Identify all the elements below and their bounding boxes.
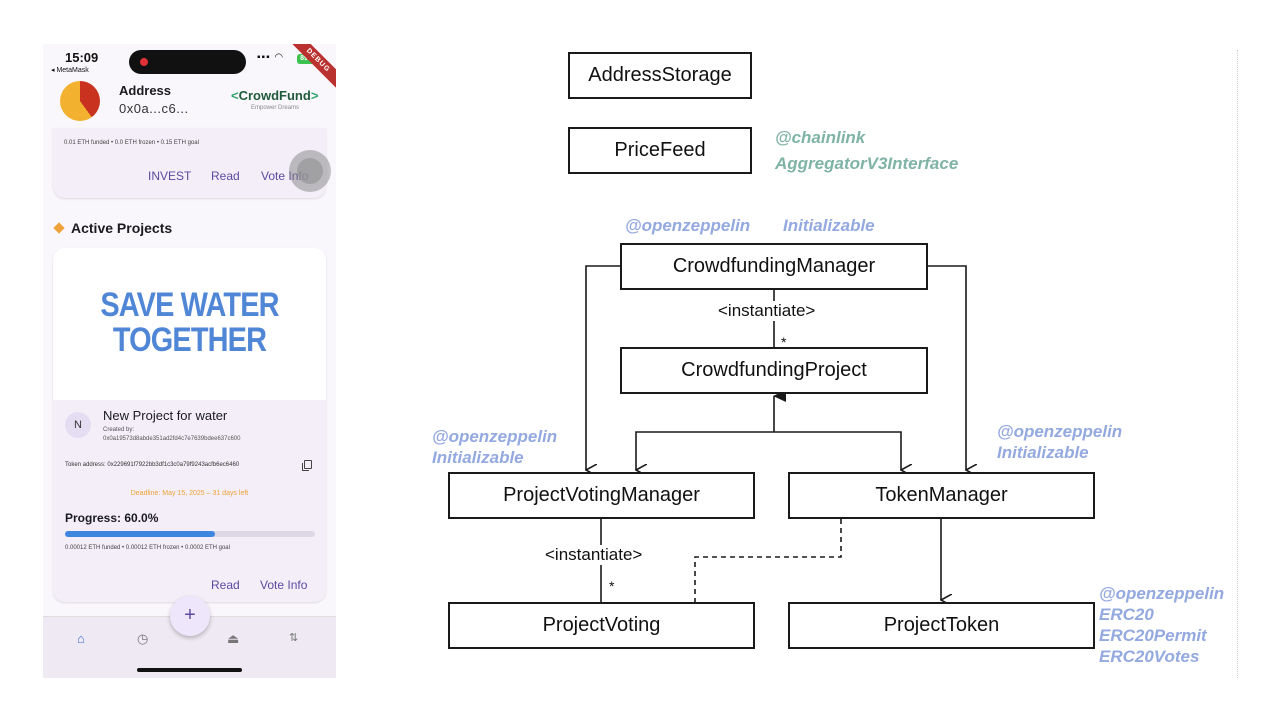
token-manager-note-line: Initializable: [997, 443, 1089, 462]
connector-token-manager-voting-dependency: [694, 519, 842, 602]
instantiate-label: <instantiate>: [716, 301, 818, 321]
voting-manager-note-line: @openzeppelin: [432, 427, 558, 446]
connector-manager-to-voting-manager: [586, 265, 622, 470]
project-name: New Project for water: [103, 408, 228, 423]
deadline-text: Deadline: May 15, 2025 – 31 days left: [130, 490, 249, 497]
price-feed-box: PriceFeed: [568, 127, 752, 174]
invest-button[interactable]: INVEST: [148, 169, 192, 183]
progress-bar: [65, 531, 315, 537]
connector-branch-to-token-manager: [774, 431, 901, 470]
status-time: 15:09: [65, 50, 99, 65]
progress-bar-fill: [65, 531, 215, 537]
chainlink-note-line: @chainlink: [775, 128, 866, 147]
token-manager-note: @openzeppelin Initializable: [997, 421, 1122, 463]
touch-indicator: [289, 150, 331, 192]
project-avatar: N: [65, 412, 91, 438]
creator-address: 0x0a19573d8abde351ad2fd4c7e7639bdee637c6…: [103, 436, 241, 442]
manager-openzeppelin-note: @openzeppelin: [625, 216, 751, 235]
signal-wifi-icon: ▪▪▪ ◠: [257, 52, 285, 63]
transfer-icon[interactable]: ⇅: [289, 632, 299, 644]
add-project-button[interactable]: +: [170, 596, 210, 636]
multiplicity-label: *: [781, 334, 787, 350]
vote-info-button[interactable]: Vote Info: [260, 578, 308, 592]
read-button[interactable]: Read: [211, 169, 240, 183]
project-voting-box: ProjectVoting: [448, 602, 755, 649]
project-token-box: ProjectToken: [788, 602, 1095, 649]
brand-tagline: Empower Dreams: [251, 105, 300, 111]
brand-logo: <CrowdFund>: [231, 88, 319, 103]
project-token-note-line: ERC20Permit: [1099, 626, 1207, 645]
section-title: Active Projects: [71, 220, 173, 236]
chainlink-note: @chainlink AggregatorV3Interface: [775, 125, 958, 177]
multiplicity-label: *: [609, 578, 615, 594]
dynamic-island: [129, 50, 246, 74]
home-indicator: [137, 668, 242, 672]
profile-icon[interactable]: ⏏: [227, 631, 240, 646]
funding-summary: 0.00012 ETH funded • 0.00012 ETH frozen …: [65, 545, 230, 551]
address-label: Address: [119, 83, 172, 98]
token-manager-box: TokenManager: [788, 472, 1095, 519]
project-card[interactable]: SAVE WATER TOGETHER N New Project for wa…: [53, 248, 326, 602]
created-by-label: Created by:: [103, 427, 135, 433]
project-voting-manager-box: ProjectVotingManager: [448, 472, 755, 519]
back-to-app-link[interactable]: ◂ MetaMask: [51, 67, 89, 74]
token-manager-note-line: @openzeppelin: [997, 422, 1123, 441]
crowdfunding-manager-box: CrowdfundingManager: [620, 243, 928, 290]
connector-branch-to-voting-manager: [636, 431, 774, 470]
recording-dot-icon: [140, 58, 148, 66]
progress-label: Progress: 60.0%: [65, 511, 159, 525]
vote-info-button[interactable]: Vote Info: [261, 169, 309, 183]
instantiate-label: <instantiate>: [543, 545, 645, 565]
project-token-note-line: ERC20: [1099, 605, 1154, 624]
chainlink-note-line: AggregatorV3Interface: [775, 154, 959, 173]
funding-summary: 0.01 ETH funded • 0.0 ETH frozen • 0.15 …: [64, 140, 199, 146]
history-icon[interactable]: ◷: [137, 631, 149, 646]
avatar[interactable]: [60, 81, 100, 121]
banner-text: SAVE WATER TOGETHER: [100, 286, 279, 359]
copy-icon[interactable]: [302, 460, 312, 471]
project-token-note: @openzeppelin ERC20 ERC20Permit ERC20Vot…: [1099, 583, 1224, 667]
manager-initializable-note: Initializable: [783, 216, 875, 235]
address-value: 0x0a...c6...: [119, 101, 189, 116]
project-token-note-line: @openzeppelin: [1099, 584, 1225, 603]
funded-project-card: [53, 128, 326, 198]
phone-screen: 15:09 ◂ MetaMask ▪▪▪ ◠ 89+ DEBUG Address…: [43, 44, 336, 678]
crowdfunding-project-box: CrowdfundingProject: [620, 347, 928, 394]
connector-manager-to-token-manager: [928, 265, 966, 470]
project-token-note-line: ERC20Votes: [1099, 647, 1200, 666]
token-address: Token address: 0x229691f7922bb3df1c3c0a7…: [65, 462, 240, 468]
slide-edge-divider: [1237, 50, 1238, 678]
voting-manager-note: @openzeppelin Initializable: [432, 426, 557, 468]
address-storage-box: AddressStorage: [568, 52, 752, 99]
voting-manager-note-line: Initializable: [432, 448, 524, 467]
read-button[interactable]: Read: [211, 578, 240, 592]
home-icon[interactable]: ⌂: [77, 631, 85, 646]
brand-name: CrowdFund: [238, 88, 311, 103]
project-banner-image: SAVE WATER TOGETHER: [53, 248, 326, 400]
